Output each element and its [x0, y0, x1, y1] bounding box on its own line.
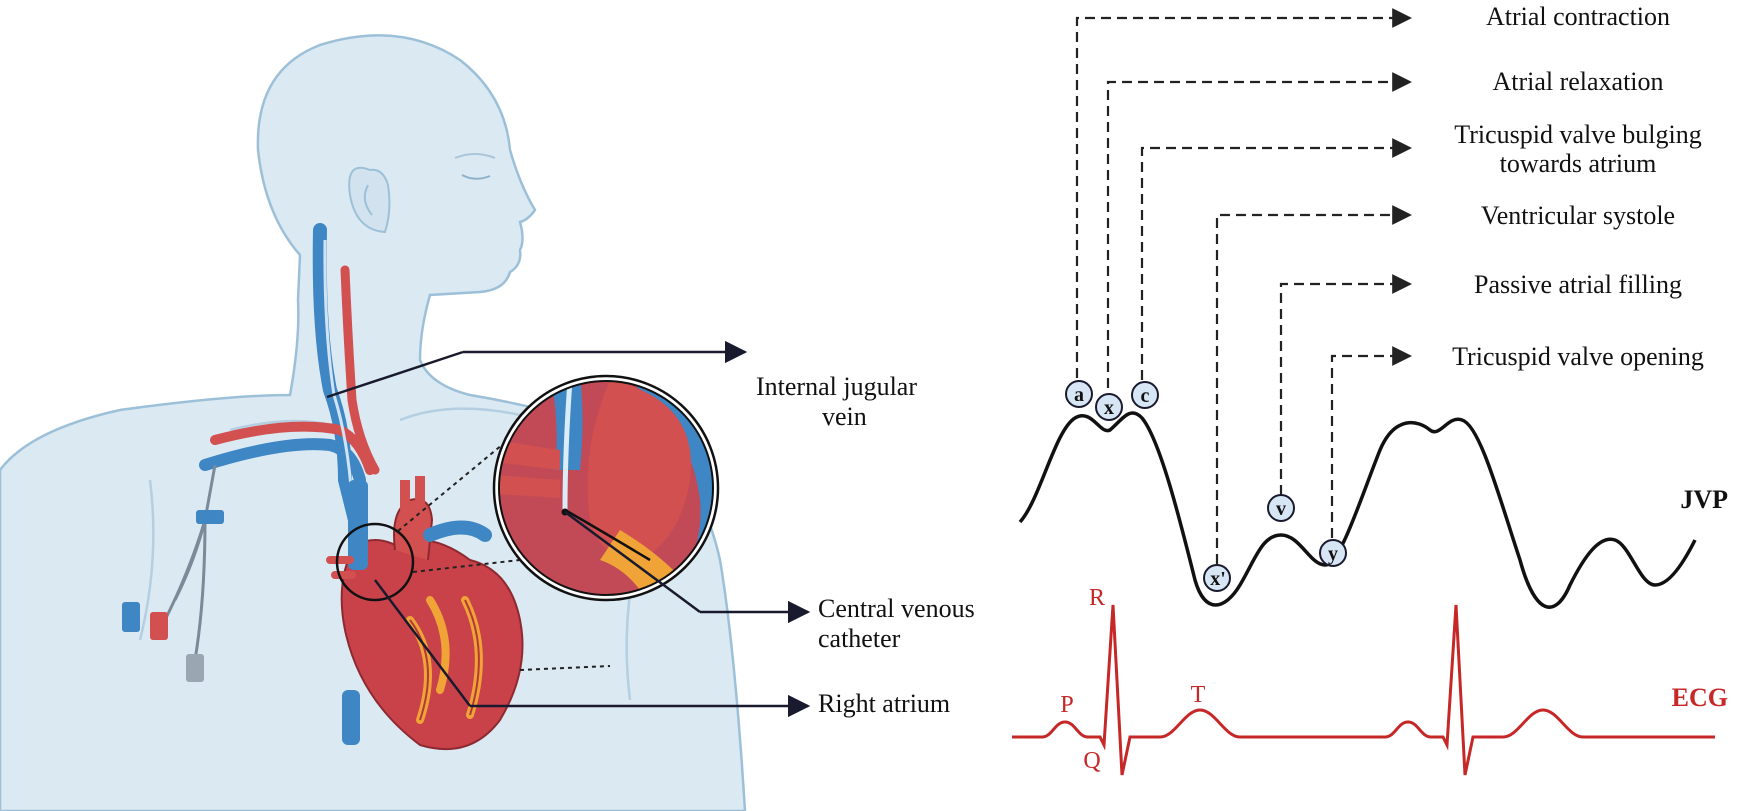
event-label-atrial-contraction: Atrial contraction — [1486, 2, 1670, 31]
event-label-passive-filling: Passive atrial filling — [1474, 270, 1682, 299]
event-label-tricuspid-opening: Tricuspid valve opening — [1452, 342, 1704, 371]
cvc-label-line1: Central venous — [818, 594, 975, 623]
heart-focus-circle — [335, 522, 415, 602]
jvp-marker-a: a — [1065, 380, 1093, 408]
ijv-pointer — [326, 350, 464, 399]
subclavian-artery — [210, 421, 375, 475]
right-atrium-label: Right atrium — [818, 689, 950, 718]
cvc-label-line2: catheter — [818, 624, 901, 653]
ecg-waveform — [1012, 604, 1715, 776]
ear — [348, 166, 391, 234]
heart — [326, 476, 524, 751]
ecg-label-t: T — [1191, 682, 1206, 708]
svg-text:c: c — [1141, 385, 1150, 407]
jvp-marker-y: y — [1319, 539, 1347, 567]
ecg-label-p: P — [1060, 692, 1073, 718]
subclavian-vein — [199, 438, 366, 486]
svg-text:x': x' — [1210, 568, 1226, 590]
svg-text:a: a — [1074, 384, 1084, 406]
jvp-waveform — [1018, 411, 1697, 609]
jvp-marker-v: v — [1267, 494, 1295, 522]
ra-pointer — [374, 579, 471, 707]
jvp-marker-c: c — [1131, 381, 1159, 409]
ecg-title: ECG — [1672, 683, 1728, 712]
jvp-leaders — [1075, 8, 1412, 564]
jvp-title: JVP — [1680, 485, 1728, 514]
ecg-label-q: Q — [1083, 748, 1100, 774]
jvp-panel: Atrial contraction Atrial relaxation Tri… — [1018, 2, 1728, 609]
anatomy-pointers — [326, 340, 811, 718]
ecg-label-r: R — [1089, 585, 1105, 611]
svg-text:v: v — [1276, 498, 1286, 520]
event-label-atrial-relaxation: Atrial relaxation — [1492, 67, 1663, 96]
svg-text:y: y — [1328, 543, 1338, 565]
cvc-pointer — [564, 510, 701, 614]
jvp-marker-x-prime: x' — [1203, 564, 1231, 592]
closed-eye — [461, 174, 491, 180]
ijv-label-line2: vein — [822, 402, 867, 431]
event-label-tricuspid-bulging-1: Tricuspid valve bulging — [1454, 120, 1701, 149]
clavicle-lines — [138, 407, 642, 701]
catheter-hub — [122, 464, 224, 682]
svg-text:x: x — [1104, 397, 1114, 419]
event-label-ventricular-systole: Ventricular systole — [1481, 201, 1675, 230]
event-label-tricuspid-bulging-2: towards atrium — [1500, 149, 1657, 178]
jvp-marker-x: x — [1095, 393, 1123, 421]
ecg-panel: P Q R T ECG — [1012, 585, 1728, 776]
ijv-label-line1: Internal jugular — [756, 372, 917, 401]
anatomy-illustration — [0, 34, 747, 811]
